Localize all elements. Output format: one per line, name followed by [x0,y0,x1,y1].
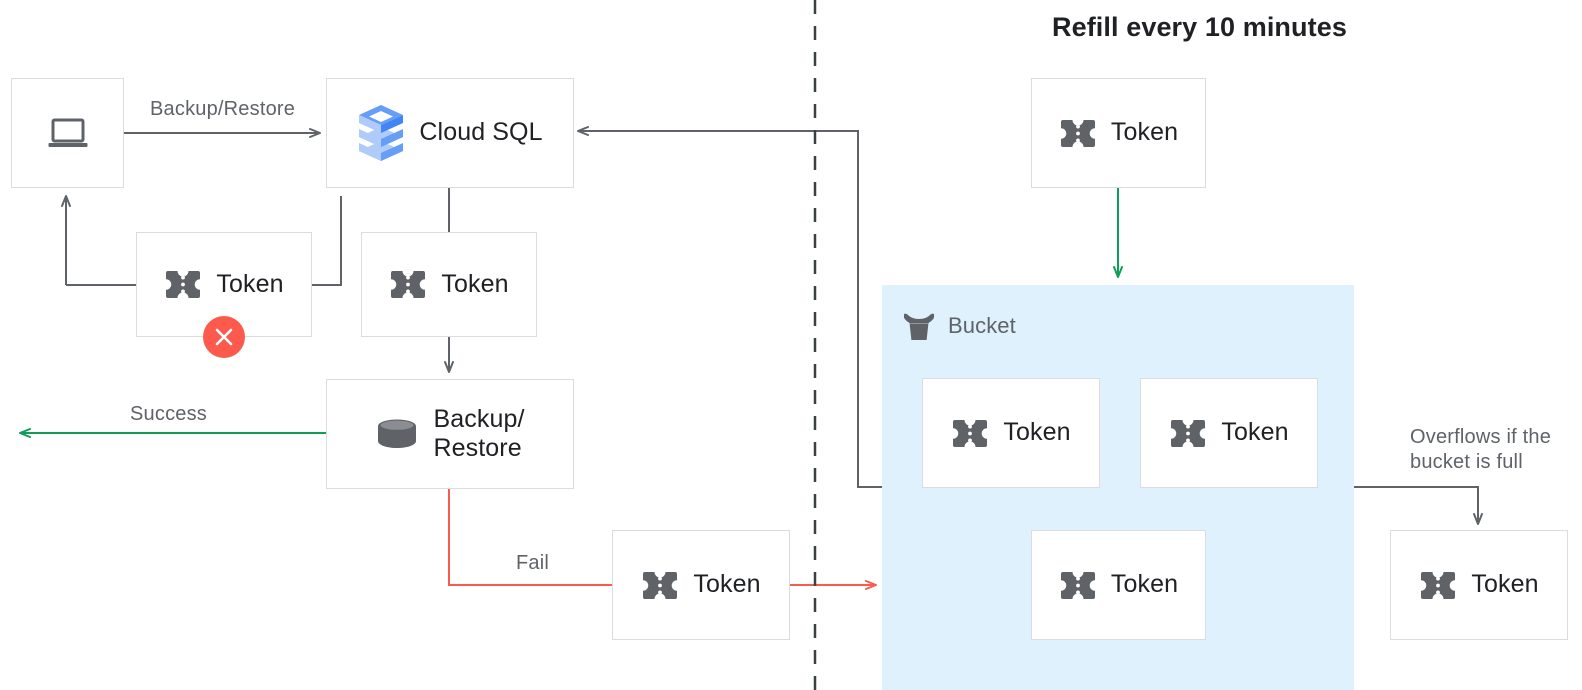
node-label: Token [1110,570,1179,599]
token-icon [164,269,202,300]
laptop-icon [46,116,90,150]
node-label: Cloud SQL [419,118,543,147]
status-badge-fail [203,316,245,358]
edge-label-success: Success [130,403,207,425]
bucket-title: Bucket [948,313,1016,338]
edge-label-fail: Fail [516,552,550,574]
edge-bucket-to-cloudsql [577,126,882,488]
bucket-icon [902,310,936,342]
node-label: Backup/ Restore [433,404,525,463]
node-client[interactable] [11,78,124,188]
node-token-bucket-3[interactable]: Token [1031,530,1206,640]
token-icon [1059,570,1097,601]
node-label: Token [216,269,284,298]
node-label: Token [1221,418,1289,447]
token-icon [1059,118,1097,149]
node-backup-restore[interactable]: Backup/ Restore [326,379,574,489]
edge-cloudsql-down-to-tokenrejected [312,196,342,286]
edge-label-backup-restore: Backup/Restore [150,98,296,120]
node-label: Token [693,570,761,599]
node-label: Token [441,269,509,298]
token-icon [389,269,427,300]
node-token-consumed[interactable]: Token [361,232,537,337]
node-label: Token [1003,418,1071,447]
node-label: Token [1471,570,1539,599]
node-token-bucket-2[interactable]: Token [1140,378,1318,488]
token-icon [951,418,989,449]
token-icon [1419,570,1457,601]
page-title: Refill every 10 minutes [1052,12,1347,42]
bucket-header: Bucket [902,310,1016,342]
node-token-fail[interactable]: Token [612,530,790,640]
cloud-sql-icon [357,105,405,161]
node-cloud-sql[interactable]: Cloud SQL [326,78,574,188]
node-label: Token [1110,118,1179,147]
close-x-icon [215,328,233,346]
node-token-overflow[interactable]: Token [1390,530,1568,640]
database-icon [375,414,419,454]
node-token-bucket-1[interactable]: Token [922,378,1100,488]
token-icon [1169,418,1207,449]
node-token-refill[interactable]: Token [1031,78,1206,188]
token-icon [641,570,679,601]
edge-label-overflow: Overflows if the bucket is full [1410,426,1552,473]
edge-bucket-overflow [1354,486,1483,525]
